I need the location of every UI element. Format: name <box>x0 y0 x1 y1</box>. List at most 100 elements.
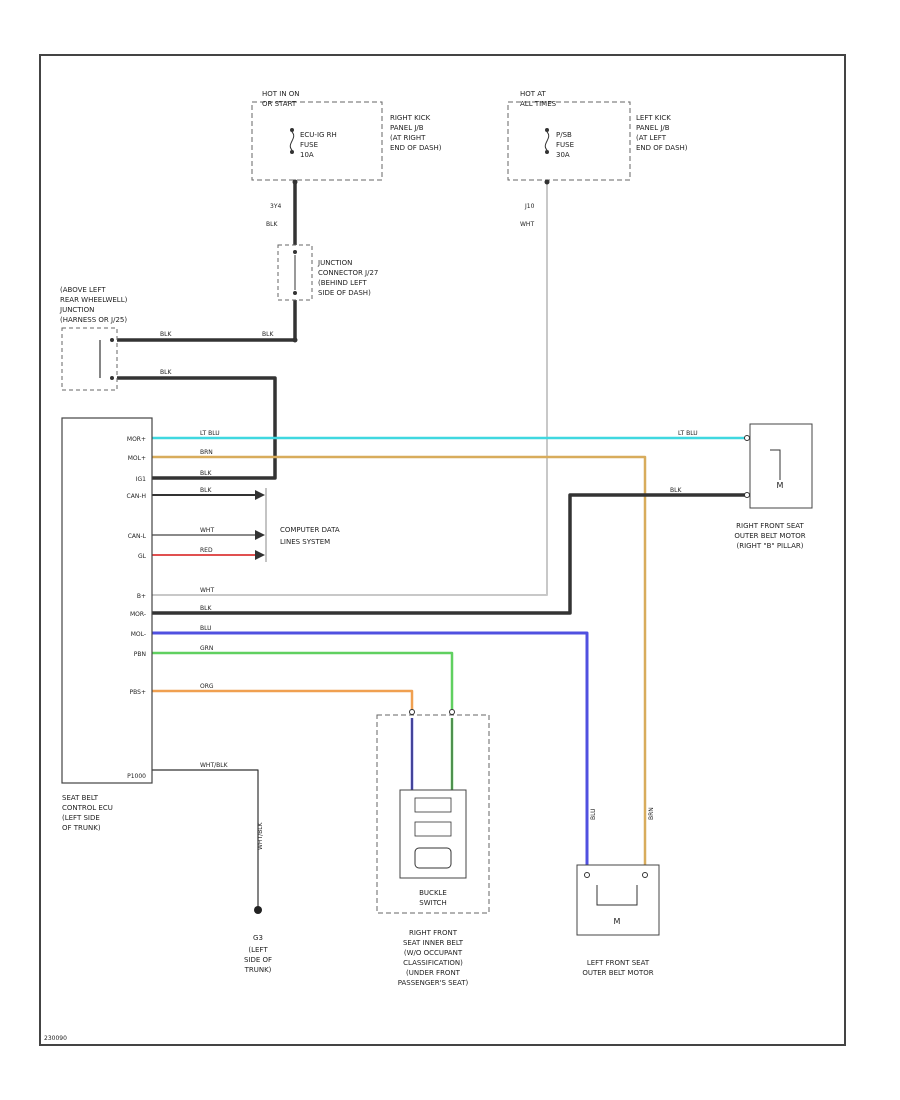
wire-label-org: ORG <box>200 683 214 690</box>
wire-label-blk-can: BLK <box>200 487 212 494</box>
ecu-pin-pbn: PBN <box>134 651 146 658</box>
junction-block-label-3: JUNCTION <box>59 306 94 314</box>
hot-label-right-1: HOT IN ON <box>262 90 300 98</box>
wire-label-brn: BRN <box>200 449 213 456</box>
junction-conn-label-2: CONNECTOR J/27 <box>318 269 378 277</box>
wire-blk-mor-minus <box>152 493 745 615</box>
arrow-icon <box>255 530 265 540</box>
hot-label-left-1: HOT AT <box>520 90 547 98</box>
fuse-loc-right-4: END OF DASH) <box>390 144 442 152</box>
wire-label-blu: BLU <box>200 625 212 632</box>
fuse-rating-right: 10A <box>300 151 314 159</box>
diagram-frame <box>39 54 846 1046</box>
ecu-pin-mol-minus: MOL- <box>131 631 146 638</box>
fuse-loc-left-3: (AT LEFT <box>636 134 667 142</box>
buckle-inner-label-1: BUCKLE <box>419 889 447 897</box>
wire-brn-mol-plus <box>152 455 647 875</box>
ecu-pin-labels: MOR+ MOL+ IG1 CAN-H CAN-L GL B+ MOR- MOL… <box>127 436 147 696</box>
junction-block-label-2: REAR WHEELWELL) <box>60 296 128 304</box>
wire-label-wht-can: WHT <box>200 527 214 534</box>
junction-block: (ABOVE LEFT REAR WHEELWELL) JUNCTION (HA… <box>59 286 274 391</box>
right-motor-caption-2: OUTER BELT MOTOR <box>734 532 805 540</box>
switch-icon <box>414 847 452 869</box>
wire-wht-b-plus <box>152 180 548 596</box>
hot-label-right-2: OR START <box>262 100 297 108</box>
ecu-pin-can-l: CAN-L <box>128 533 147 540</box>
ecu-caption-3: (LEFT SIDE <box>62 814 100 822</box>
fuse-loc-right-1: RIGHT KICK <box>390 114 431 122</box>
buckle-caption-5: (UNDER FRONT <box>406 969 461 977</box>
buckle-caption-4: CLASSIFICATION) <box>403 959 463 967</box>
buckle-caption-6: PASSENGER'S SEAT) <box>398 979 469 987</box>
buckle-caption-3: (W/O OCCUPANT <box>404 949 463 957</box>
fuse-loc-right-2: PANEL J/B <box>390 124 424 132</box>
ground-caption-3: TRUNK) <box>244 966 272 974</box>
wire-label-red: RED <box>200 547 213 554</box>
wires <box>115 180 745 908</box>
wire-label-lt-blu-2: LT BLU <box>678 430 698 437</box>
fuse-type-right: FUSE <box>300 141 318 149</box>
junction-block-label-1: (ABOVE LEFT <box>60 286 106 294</box>
ecu-pin-gl: GL <box>138 553 147 560</box>
wire-label-left: WHT <box>520 221 534 228</box>
arrow-icon <box>255 550 265 560</box>
ecu-caption-4: OF TRUNK) <box>62 824 101 832</box>
fuse-block-left: HOT AT ALL TIMES P/SB FUSE 30A LEFT KICK… <box>507 90 688 228</box>
fuse-icon <box>289 131 295 151</box>
buckle-caption-2: SEAT INNER BELT <box>403 939 464 947</box>
junction-connector: JUNCTION CONNECTOR J/27 (BEHIND LEFT SID… <box>277 244 378 301</box>
arrow-icon <box>255 490 265 500</box>
wire-blk-ig1 <box>115 376 277 480</box>
fuse-loc-left-1: LEFT KICK <box>636 114 671 122</box>
fuse-loc-left-2: PANEL J/B <box>636 124 670 132</box>
left-front-outer-belt-motor: M LEFT FRONT SEAT OUTER BELT MOTOR <box>576 864 660 977</box>
seat-belt-ecu: MOR+ MOL+ IG1 CAN-H CAN-L GL B+ MOR- MOL… <box>61 417 153 832</box>
junction-conn-label-1: JUNCTION <box>317 259 352 267</box>
fuse-rating-left: 30A <box>556 151 570 159</box>
wire-blu-mol-minus <box>152 631 589 875</box>
wire-label-grn: GRN <box>200 645 213 652</box>
junction-conn-label-3: (BEHIND LEFT <box>318 279 367 287</box>
wire-label-blk-mor-2: BLK <box>670 487 682 494</box>
fuse-loc-left-4: END OF DASH) <box>636 144 688 152</box>
wire-labels: LT BLU LT BLU BRN BLK BLK WHT RED WHT BL… <box>200 430 698 850</box>
ground-caption-1: (LEFT <box>248 946 268 954</box>
motor-icon: M <box>777 481 784 490</box>
ecu-pin-b-plus: B+ <box>137 593 146 600</box>
ecu-caption-2: CONTROL ECU <box>62 804 113 812</box>
ecu-pin-can-h: CAN-H <box>127 493 146 500</box>
fuse-block-right: HOT IN ON OR START ECU-IG RH FUSE 10A RI… <box>251 90 442 228</box>
ground-icon <box>254 906 262 914</box>
ecu-pin-mol-plus: MOL+ <box>128 455 146 462</box>
left-motor-caption-1: LEFT FRONT SEAT <box>587 959 650 967</box>
wire-label-right: BLK <box>266 221 278 228</box>
motor-icon: M <box>614 917 621 926</box>
ecu-pin-mor-plus: MOR+ <box>127 436 146 443</box>
fuse-name-left: P/SB <box>556 131 572 139</box>
fuse-type-left: FUSE <box>556 141 574 149</box>
wire-label-wht-b: WHT <box>200 587 214 594</box>
fuse-name-right: ECU-IG RH <box>300 131 337 139</box>
conn-label-right: 3Y4 <box>270 203 281 210</box>
ecu-pin-ig1: IG1 <box>136 476 146 483</box>
figure-id: 230090 <box>44 1035 67 1042</box>
right-motor-caption-3: (RIGHT "B" PILLAR) <box>737 542 804 550</box>
fuse-loc-right-3: (AT RIGHT <box>390 134 426 142</box>
splice-points <box>292 179 550 343</box>
junction-block-label-4: (HARNESS OR J/25) <box>60 316 127 324</box>
ecu-caption-1: SEAT BELT <box>62 794 99 802</box>
wire-grn-pbn <box>152 651 454 715</box>
wire-label-wht-blk-vert: WHT/BLK <box>257 821 264 850</box>
wire-label-wht-blk: WHT/BLK <box>200 762 229 769</box>
buckle-switch-assembly: BUCKLE SWITCH RIGHT FRONT SEAT INNER BEL… <box>376 709 490 987</box>
fuse-icon <box>544 131 550 151</box>
wire-label-brn-vert: BRN <box>648 807 655 820</box>
wire-wht-blk-ground <box>152 769 259 908</box>
buckle-inner-label-2: SWITCH <box>419 899 446 907</box>
buckle-caption-1: RIGHT FRONT <box>409 929 458 937</box>
right-motor-caption-1: RIGHT FRONT SEAT <box>736 522 804 530</box>
wire-label-blk-1: BLK <box>160 331 172 338</box>
ecu-pin-pbs-plus: PBS+ <box>130 689 146 696</box>
computer-data-lines: COMPUTER DATA LINES SYSTEM <box>255 488 340 562</box>
